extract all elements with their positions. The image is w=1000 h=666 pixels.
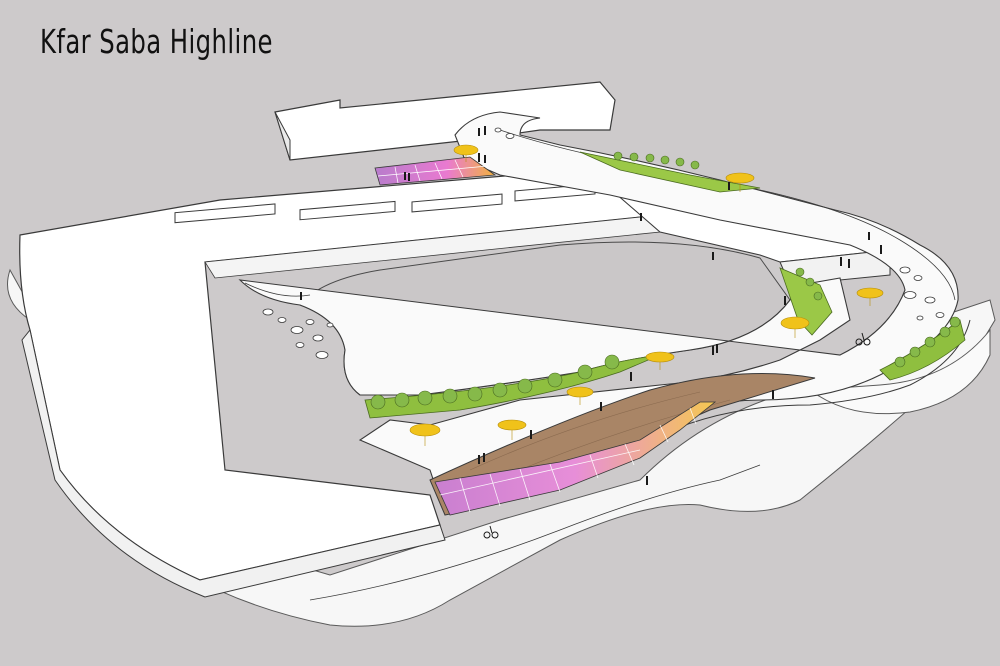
canopy-tree-icon (497, 419, 527, 440)
tree-icon (577, 364, 593, 380)
canopy-tree-icon (780, 316, 810, 338)
pedestrian-icon (484, 126, 486, 135)
perforations-left (262, 308, 334, 359)
pedestrian-icon (868, 232, 870, 240)
tree-icon (547, 372, 563, 388)
pedestrian-icon (840, 257, 842, 266)
tree-icon (517, 378, 533, 394)
canopy-tree-icon (856, 287, 884, 306)
tree-icon (370, 394, 386, 410)
pedestrian-icon (784, 296, 786, 305)
pedestrian-icon (848, 259, 850, 268)
pedestrian-icon (530, 430, 532, 439)
pedestrian-icon (478, 455, 480, 464)
canopy-tree-icon (566, 386, 594, 405)
pedestrian-icon (712, 252, 714, 260)
top-building (274, 81, 616, 161)
canopy-tree-icon (725, 172, 755, 192)
tree-icon (492, 382, 508, 398)
pedestrian-icon (483, 453, 485, 462)
pedestrian-icon (880, 245, 882, 254)
cyclists (483, 332, 871, 539)
pedestrian-icon (300, 292, 302, 300)
pedestrian-icon (712, 346, 714, 355)
tree-icon (417, 390, 433, 406)
pedestrian-icon (600, 402, 602, 411)
pedestrian-icon (772, 390, 774, 399)
cyclist-icon (483, 525, 499, 539)
tree-row-right (795, 267, 961, 368)
page-title: Kfar Saba Highline (40, 22, 273, 61)
pedestrian-icon (646, 476, 648, 485)
pedestrians (300, 126, 882, 485)
pedestrian-icon (404, 172, 406, 180)
pedestrian-icon (478, 153, 480, 162)
tree-row-top (613, 151, 700, 170)
tree-icon (604, 354, 620, 370)
perforations-right (494, 127, 945, 321)
canopy-tree-icon (453, 144, 479, 162)
tree-icon (442, 388, 458, 404)
pedestrian-icon (408, 173, 410, 181)
pedestrian-icon (484, 155, 486, 163)
pedestrian-icon (716, 344, 718, 353)
tree-icon (467, 386, 483, 402)
pedestrian-icon (728, 182, 730, 190)
pedestrian-icon (478, 128, 480, 136)
tree-icon (394, 392, 410, 408)
pedestrian-icon (630, 372, 632, 381)
canopy-trees (409, 144, 884, 446)
cyclist-icon (855, 332, 871, 346)
pedestrian-icon (640, 213, 642, 221)
tree-row-courtyard (370, 354, 620, 410)
gallery-bottom (434, 401, 717, 516)
canopy-tree-icon (645, 351, 675, 370)
canopy-tree-icon (409, 423, 441, 446)
